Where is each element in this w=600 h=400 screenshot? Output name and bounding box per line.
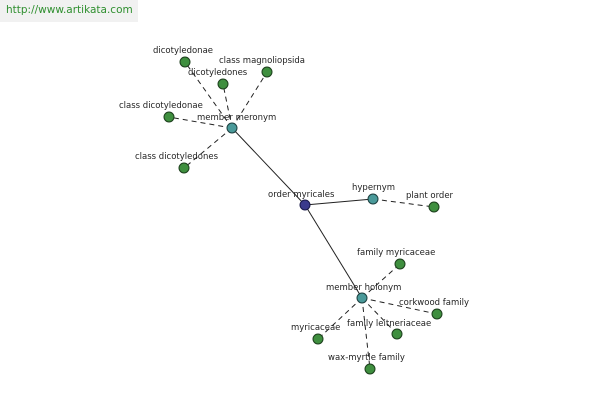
node-family-leitneriaceae[interactable] bbox=[391, 328, 403, 340]
node-class-dicotyledones[interactable] bbox=[178, 162, 190, 174]
url-link[interactable]: http://www.artikata.com bbox=[6, 4, 133, 16]
url-banner[interactable]: http://www.artikata.com bbox=[0, 0, 138, 22]
edge-meronym-dicotyledones bbox=[222, 83, 233, 129]
label-dicotyledonae: dicotyledonae bbox=[153, 46, 213, 56]
label-class-magnoliopsida: class magnoliopsida bbox=[219, 56, 305, 66]
label-holonym: member holonym bbox=[326, 283, 401, 293]
label-family-myricaceae: family myricaceae bbox=[357, 248, 435, 258]
edge-meronym-class-dicotyledones bbox=[183, 127, 233, 169]
label-root: order myricales bbox=[268, 190, 335, 200]
edge-meronym-dicotyledonae bbox=[184, 61, 233, 129]
node-corkwood-family[interactable] bbox=[431, 308, 443, 320]
edge-hypernym-plant-order bbox=[372, 198, 435, 208]
label-plant-order: plant order bbox=[406, 191, 454, 201]
edge-root-hypernym bbox=[304, 198, 374, 206]
label-class-dicotyledonae: class dicotyledonae bbox=[119, 101, 203, 111]
edge-holonym-wax-myrtle-family bbox=[361, 297, 371, 370]
edge-root-holonym bbox=[304, 204, 363, 299]
label-wax-myrtle-family: wax-myrtle family bbox=[328, 353, 405, 363]
edge-meronym-class-dicotyledonae bbox=[168, 116, 233, 129]
label-corkwood-family: corkwood family bbox=[399, 298, 469, 308]
edge-meronym-class-magnoliopsida bbox=[231, 71, 268, 129]
label-hypernym: hypernym bbox=[352, 183, 395, 193]
edge-holonym-corkwood-family bbox=[361, 297, 438, 315]
node-myricaceae[interactable] bbox=[312, 333, 324, 345]
edge-root-meronym bbox=[231, 127, 306, 206]
node-family-myricaceae[interactable] bbox=[394, 258, 406, 270]
node-root[interactable] bbox=[299, 199, 311, 211]
node-class-dicotyledonae[interactable] bbox=[163, 111, 175, 123]
node-hypernym[interactable] bbox=[367, 193, 379, 205]
edge-holonym-myricaceae bbox=[317, 297, 363, 340]
node-plant-order[interactable] bbox=[428, 201, 440, 213]
label-myricaceae: myricaceae bbox=[291, 323, 340, 333]
node-wax-myrtle-family[interactable] bbox=[364, 363, 376, 375]
label-class-dicotyledones: class dicotyledones bbox=[135, 152, 219, 162]
node-dicotyledonae[interactable] bbox=[179, 56, 191, 68]
label-dicotyledones: dicotyledones bbox=[188, 68, 248, 78]
label-family-leitneriaceae: family leitneriaceae bbox=[347, 319, 431, 329]
node-meronym[interactable] bbox=[226, 122, 238, 134]
label-meronym: member meronym bbox=[197, 113, 276, 123]
node-dicotyledones[interactable] bbox=[217, 78, 229, 90]
node-class-magnoliopsida[interactable] bbox=[261, 66, 273, 78]
node-holonym[interactable] bbox=[356, 292, 368, 304]
